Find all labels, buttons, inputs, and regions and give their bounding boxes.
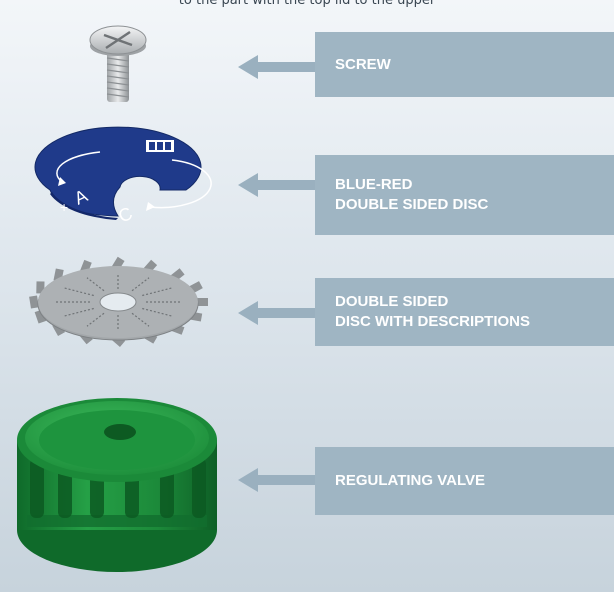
description-disc-part (29, 256, 208, 347)
disc-description-mark (131, 277, 150, 292)
label-description-disc-line-2: DISC WITH DESCRIPTIONS (335, 313, 531, 330)
label-screw: SCREW (315, 32, 614, 97)
screw-part (89, 25, 147, 102)
gear-tooth (196, 298, 208, 306)
arrow-screw (238, 55, 316, 79)
disc-description-mark (131, 312, 150, 327)
label-description-disc: DOUBLE SIDED DISC WITH DESCRIPTIONS (315, 278, 614, 346)
disc-description-mark (142, 307, 172, 317)
arrow-blue-red-disc (238, 173, 316, 197)
label-screw-line-1: SCREW (335, 55, 391, 73)
arrow-description-disc (238, 301, 316, 325)
disc-plus-sign: + (60, 199, 68, 215)
valve-groove (30, 458, 44, 518)
disc-description-mark (64, 287, 94, 297)
disc-letter-c: C (115, 203, 135, 227)
label-blue-red-disc: BLUE-RED DOUBLE SIDED DISC (315, 155, 614, 235)
blue-red-disc-part: A + C (34, 126, 212, 227)
label-blue-red-disc-line-1: BLUE-RED (335, 176, 413, 193)
label-blue-red-disc-line-2: DOUBLE SIDED DISC (335, 196, 489, 213)
label-description-disc-line-1: DOUBLE SIDED (335, 293, 449, 310)
arrow-regulating-valve (238, 468, 316, 492)
gear-tooth (29, 295, 39, 309)
disc-description-mark (142, 287, 172, 297)
disc-description-mark (64, 307, 94, 317)
disc-description-mark (86, 312, 105, 327)
label-regulating-valve-line-1: REGULATING VALVE (335, 472, 485, 489)
valve-groove (192, 458, 206, 518)
regulating-valve-part (17, 398, 217, 572)
label-regulating-valve: REGULATING VALVE (315, 447, 614, 515)
top-caption: to the part with the top lid to the uppe… (178, 0, 436, 8)
disc-description-mark (86, 277, 105, 292)
